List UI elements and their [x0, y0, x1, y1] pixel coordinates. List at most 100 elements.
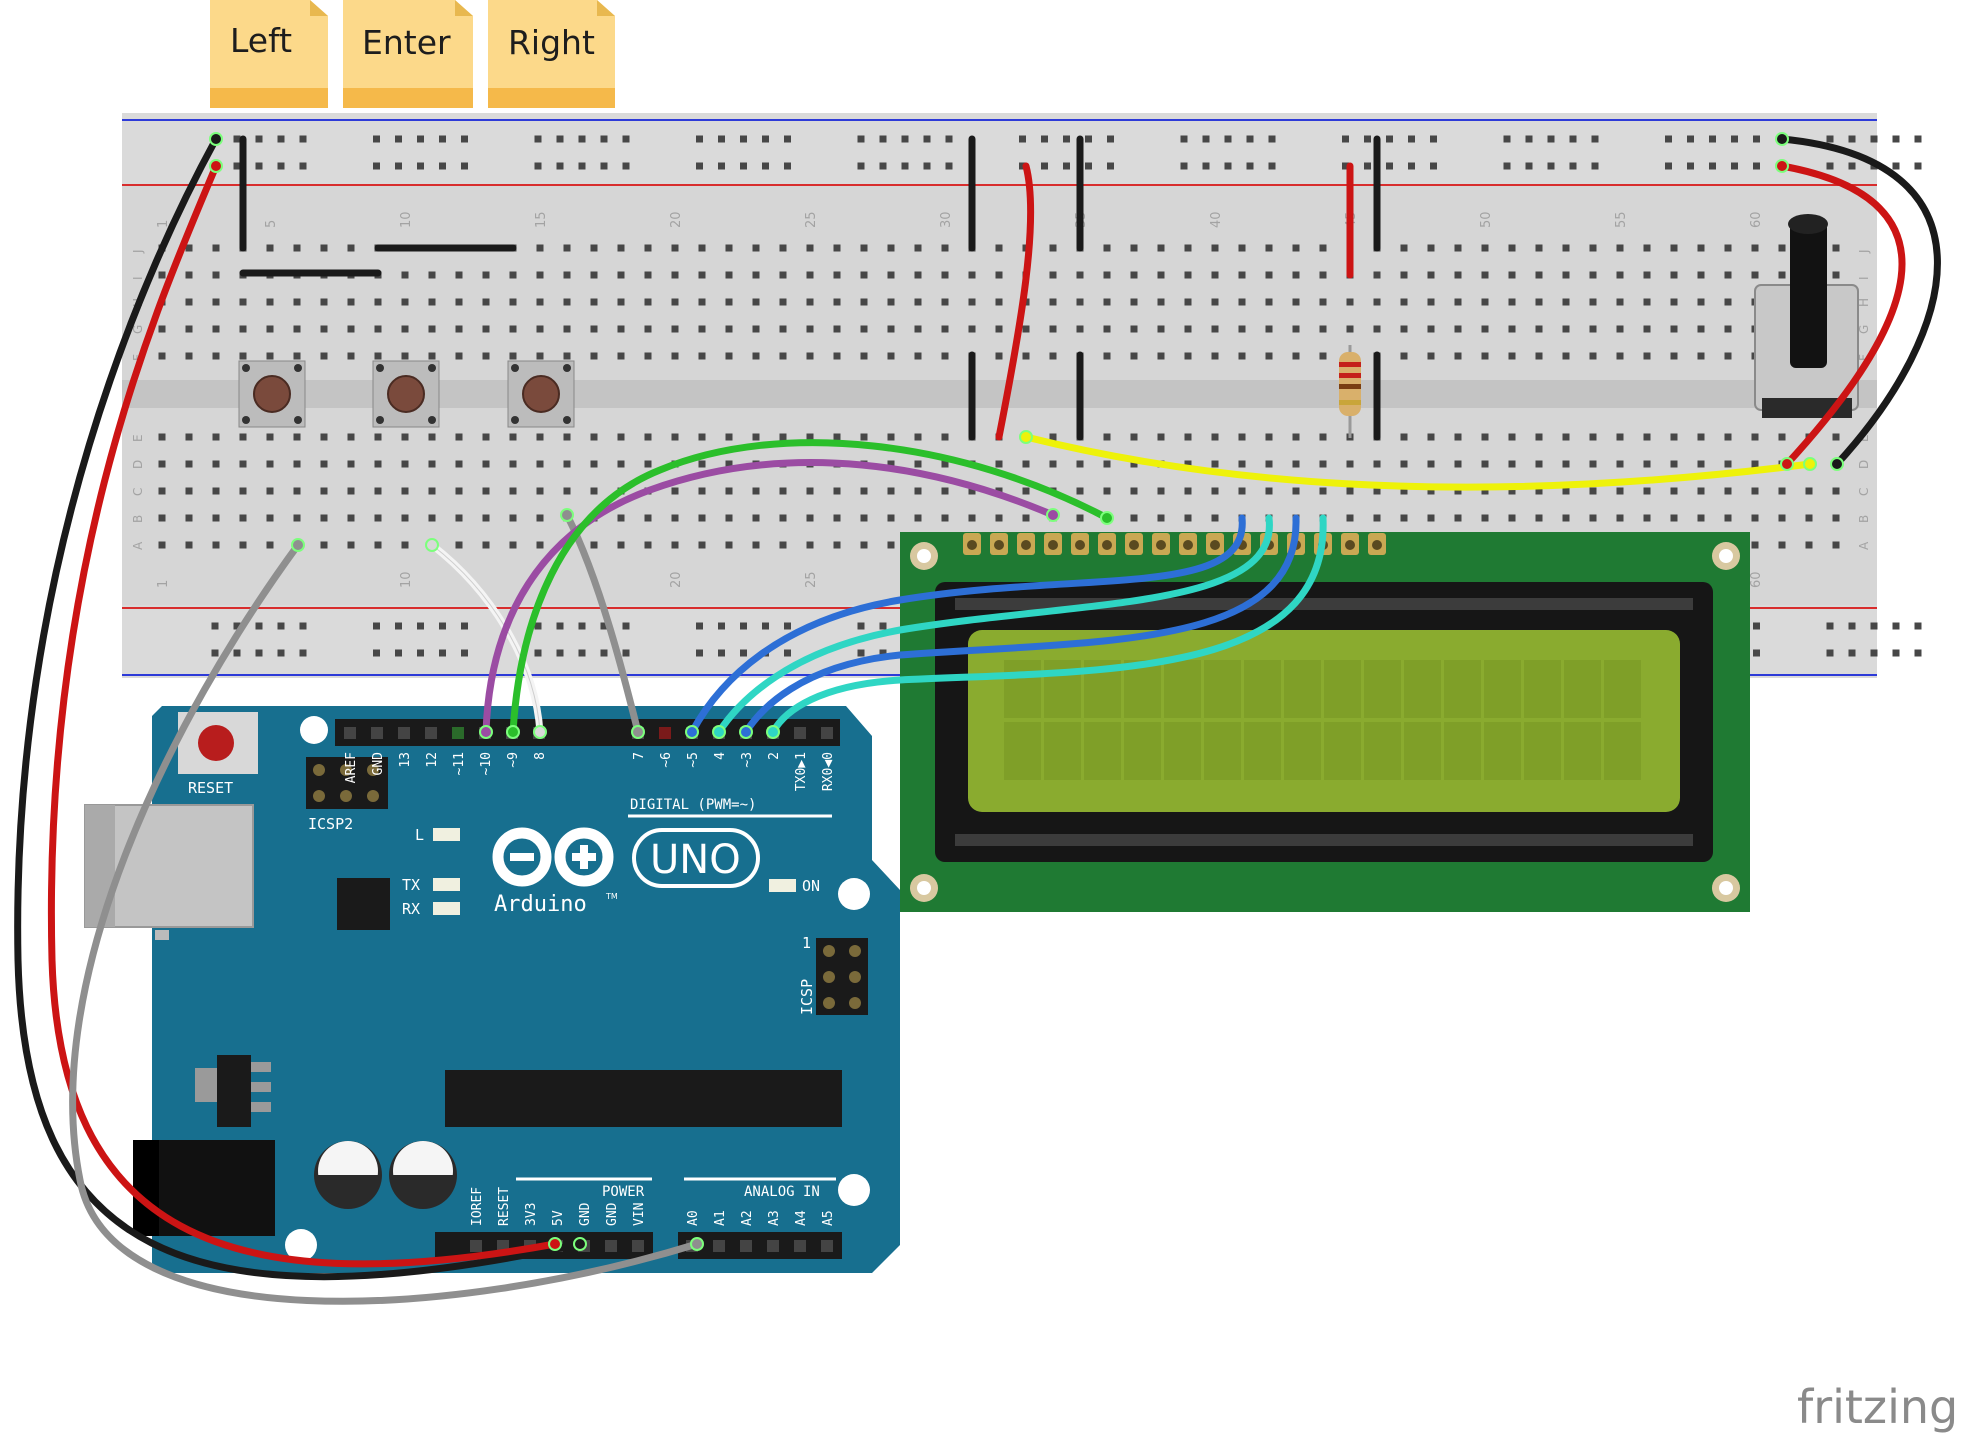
digital-pin-label: ~3 [740, 752, 755, 768]
breadboard-hole [1536, 515, 1543, 522]
breadboard-hole [1563, 245, 1570, 252]
wire-end-cap [561, 509, 573, 521]
breadboard-hole [1050, 461, 1057, 468]
breadboard-hole [240, 488, 247, 495]
analog-pin-label: A1 [713, 1210, 728, 1226]
rail-hole [1504, 163, 1511, 170]
breadboard-hole [348, 245, 355, 252]
breadboard-hole [1779, 272, 1786, 279]
breadboard-hole [1320, 434, 1327, 441]
breadboard-hole [1752, 515, 1759, 522]
breadboard-hole [1212, 245, 1219, 252]
rail-hole [1827, 650, 1834, 657]
rail-hole [234, 650, 241, 657]
breadboard-hole [1131, 245, 1138, 252]
breadboard-hole [483, 515, 490, 522]
breadboard-hole [1293, 272, 1300, 279]
breadboard-hole [1293, 488, 1300, 495]
breadboard-hole [159, 461, 166, 468]
breadboard-hole [1455, 299, 1462, 306]
breadboard-hole [1563, 488, 1570, 495]
rail-hole [1592, 163, 1599, 170]
breadboard-hole [591, 542, 598, 549]
breadboard-hole [186, 488, 193, 495]
breadboard-hole [1131, 353, 1138, 360]
breadboard-hole [1671, 515, 1678, 522]
breadboard-hole [321, 299, 328, 306]
rail-hole [1085, 136, 1092, 143]
note-enter: Enter [343, 0, 473, 108]
lcd-pin-hole [1021, 540, 1031, 550]
breadboard-hole [1617, 326, 1624, 333]
analog-pin [821, 1240, 833, 1252]
rail-hole [461, 163, 468, 170]
breadboard-hole [645, 434, 652, 441]
breadboard-hole [537, 542, 544, 549]
breadboard-hole [213, 299, 220, 306]
breadboard-hole [753, 434, 760, 441]
breadboard-hole [807, 299, 814, 306]
breadboard-hole [807, 245, 814, 252]
lcd-cell [1564, 660, 1601, 718]
lcd-cell [1204, 722, 1241, 780]
breadboard-hole [1104, 299, 1111, 306]
breadboard-hole [348, 434, 355, 441]
breadboard-hole [1401, 272, 1408, 279]
breadboard-hole [915, 299, 922, 306]
breadboard-hole [807, 515, 814, 522]
breadboard-hole [1023, 326, 1030, 333]
breadboard-hole [213, 245, 220, 252]
breadboard-hole [1050, 353, 1057, 360]
breadboard-hole [591, 434, 598, 441]
pushbutton-left [239, 361, 305, 427]
breadboard-hole [780, 488, 787, 495]
breadboard-hole [1347, 515, 1354, 522]
breadboard-hole [726, 326, 733, 333]
breadboard-hole [240, 542, 247, 549]
breadboard-hole [861, 488, 868, 495]
breadboard-hole [969, 326, 976, 333]
breadboard-hole [537, 326, 544, 333]
breadboard-hole [402, 326, 409, 333]
breadboard-hole [1320, 488, 1327, 495]
breadboard-hole [996, 515, 1003, 522]
breadboard-hole [1644, 461, 1651, 468]
breadboard-hole [267, 326, 274, 333]
breadboard-hole [564, 461, 571, 468]
breadboard-hole [348, 353, 355, 360]
digital-pin [371, 727, 383, 739]
rail-hole [439, 650, 446, 657]
breadboard-hole [537, 515, 544, 522]
rail-hole [1570, 136, 1577, 143]
rail-hole [1665, 163, 1672, 170]
breadboard-hole [564, 272, 571, 279]
breadboard-hole [1779, 542, 1786, 549]
breadboard-hole [1347, 299, 1354, 306]
breadboard-hole [1779, 488, 1786, 495]
breadboard-hole [834, 542, 841, 549]
breadboard-hole [591, 461, 598, 468]
rail-hole [696, 650, 703, 657]
breadboard-hole [1563, 326, 1570, 333]
breadboard-hole [1293, 245, 1300, 252]
lcd-cell [1364, 660, 1401, 718]
breadboard-hole [267, 353, 274, 360]
wire-end-cap [1776, 160, 1788, 172]
breadboard-hole [645, 461, 652, 468]
rail-hole [1203, 163, 1210, 170]
breadboard-hole [1104, 326, 1111, 333]
row-letter-label: G [1857, 325, 1871, 334]
analog-pin-label: A5 [821, 1210, 836, 1226]
breadboard-hole [618, 299, 625, 306]
breadboard-hole [672, 488, 679, 495]
note-enter-label: Enter [362, 23, 451, 62]
breadboard-hole [780, 353, 787, 360]
breadboard-hole [483, 353, 490, 360]
breadboard-hole [618, 434, 625, 441]
breadboard-hole [915, 461, 922, 468]
column-number-label: 40 [1209, 211, 1224, 228]
digital-pin-label: 2 [767, 752, 782, 760]
breadboard-hole [1563, 515, 1570, 522]
rail-hole [1753, 136, 1760, 143]
breadboard-hole [807, 326, 814, 333]
